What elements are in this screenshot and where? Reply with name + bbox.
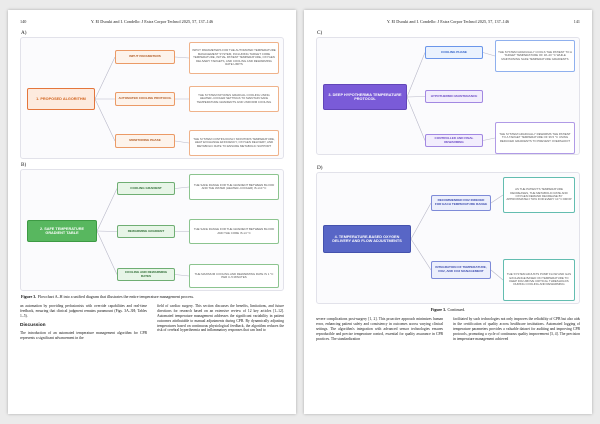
panel-c-connector-lines — [406, 52, 496, 141]
right-text-column-2: facilitated by such technologies not onl… — [453, 317, 580, 343]
panel-a-connector-lines — [94, 56, 190, 144]
panel-a-note-node: THE SYSTEM CONTINUOUSLY MONITORS TEMPERA… — [189, 130, 279, 156]
panel-label-c: C) — [317, 30, 323, 36]
figure-caption-label: Figure 3. — [21, 294, 37, 299]
left-page-number: 140 — [20, 19, 27, 24]
figure-caption-text: Flowchart A–H into a unified diagram tha… — [37, 294, 195, 299]
panel-a-main-node: 1. PROPOSED ALGORITHM — [27, 88, 95, 110]
left-page: 140 Y. El Dsouki and I. Condello: J Extr… — [8, 10, 296, 414]
panel-c-note-node: THE SYSTEM GRADUALLY REWARMS THE PATIENT… — [495, 122, 575, 154]
panel-label-d: D) — [317, 165, 323, 171]
left-running-head: Y. El Dsouki and I. Condello: J Extra Co… — [90, 19, 214, 24]
panel-label-b: B) — [21, 162, 27, 168]
figure-caption-label: Figure 3. — [430, 307, 447, 312]
flowchart-panel-c: 3. DEEP HYPOTHERMIA TEMPERATURE PROTOCOL… — [316, 37, 580, 155]
panel-a-note-node: INPUT PARAMETERS FOR THE AUTOMATED TEMPE… — [189, 42, 279, 74]
panel-d-step-node: INTEGRATION OF TEMPERATURE, DO2, AND CO2… — [431, 261, 491, 279]
right-page-number: 141 — [573, 19, 580, 24]
panel-label-a: A) — [21, 30, 27, 36]
panel-a-step-node: MONITORING PHASE — [115, 134, 175, 148]
flowchart-panel-a: 1. PROPOSED ALGORITHM INPUT PARAMETERS A… — [20, 37, 284, 159]
flowchart-panel-d: 4. TEMPERATURE-BASED OXYGEN DELIVERY AND… — [316, 172, 580, 304]
right-running-head: Y. El Dsouki and I. Condello: J Extra Co… — [386, 19, 510, 24]
right-text-column-1: severe complications post-surgery [1, 2]… — [316, 317, 443, 343]
panel-c-note-node: THE SYSTEM GRADUALLY COOLS THE PATIENT T… — [495, 40, 575, 72]
panel-c-main-node: 3. DEEP HYPOTHERMIA TEMPERATURE PROTOCOL — [323, 84, 407, 110]
figure-caption-text: Continued. — [447, 307, 466, 312]
right-page: Y. El Dsouki and I. Condello: J Extra Co… — [304, 10, 592, 414]
panel-c-step-node: COOLING PHASE — [425, 46, 483, 59]
paragraph: an automation by providing perfusionists… — [20, 304, 147, 318]
section-heading-discussion: Discussion — [20, 322, 46, 328]
right-body-text: severe complications post-surgery [1, 2]… — [316, 317, 580, 343]
panel-d-connector-lines — [410, 194, 504, 281]
left-text-column-1: an automation by providing perfusionists… — [20, 304, 147, 343]
panel-d-step-node: RECOMMENDED DO2 INDEXED FOR EACH TEMPERA… — [431, 195, 491, 211]
panel-a-note-node: THE SYSTEM INITIATES GRADUAL COOLING USI… — [189, 86, 279, 112]
paragraph: facilitated by such technologies not onl… — [453, 317, 580, 341]
panel-a-step-node: INPUT PARAMETERS — [115, 50, 175, 64]
panel-a-step-node: AUTOMATED COOLING PROTOCOL — [115, 92, 175, 106]
left-body-text: an automation by providing perfusionists… — [20, 304, 284, 343]
left-text-column-2: field of cardiac surgery. This section d… — [157, 304, 284, 343]
panel-b-step-node: REWARMING GRADIENT — [117, 225, 175, 238]
left-figure-caption: Figure 3.Flowchart A–H into a unified di… — [21, 294, 283, 299]
panel-d-note-node: THE SYSTEM ADJUSTS PUMP FLOW AND GAS EXC… — [503, 259, 575, 301]
left-page-header: 140 Y. El Dsouki and I. Condello: J Extr… — [20, 19, 284, 26]
panel-b-main-node: 2. SAFE TEMPERATURE GRADIENT TABLE — [27, 220, 97, 242]
paragraph: The introduction of an automated tempera… — [20, 330, 147, 340]
flowchart-panel-b: 2. SAFE TEMPERATURE GRADIENT TABLE COOLI… — [20, 169, 284, 291]
panel-b-step-node: COOLING GRADIENT — [117, 182, 175, 195]
right-figure-caption: Figure 3.Continued. — [317, 307, 579, 312]
paragraph: field of cardiac surgery. This section d… — [157, 304, 284, 333]
right-page-header: Y. El Dsouki and I. Condello: J Extra Co… — [316, 19, 580, 26]
panel-b-note-node: THE MAXIMUM COOLING AND REWARMING RATE I… — [189, 264, 279, 288]
panel-b-connector-lines — [96, 186, 190, 277]
panel-b-note-node: THE SAFE RANGE FOR THE GRADIENT BETWEEN … — [189, 219, 279, 244]
panel-b-note-node: THE SAFE RANGE FOR THE GRADIENT BETWEEN … — [189, 174, 279, 200]
panel-b-step-node: COOLING AND REWARMING RATES — [117, 268, 175, 281]
paragraph: severe complications post-surgery [1, 2]… — [316, 317, 443, 341]
panel-d-note-node: AS THE PATIENT'S TEMPERATURE DECREASES, … — [503, 177, 575, 213]
panel-c-step-node: CONTROLLED AND FINAL REWARMING — [425, 134, 483, 147]
panel-c-step-node: HYPOTHERMIC MAINTENANCE — [425, 90, 483, 103]
panel-d-main-node: 4. TEMPERATURE-BASED OXYGEN DELIVERY AND… — [323, 225, 411, 253]
